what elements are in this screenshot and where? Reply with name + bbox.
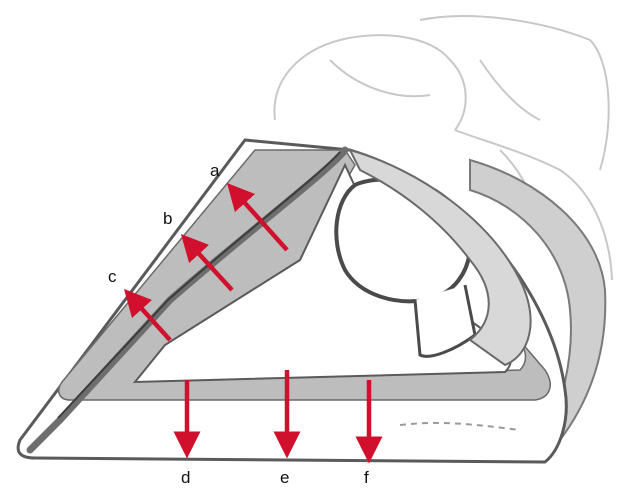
label-d: d	[181, 469, 190, 486]
label-b: b	[163, 210, 172, 227]
navicular-bone	[336, 179, 470, 301]
label-a: a	[210, 162, 219, 179]
label-c: c	[108, 268, 117, 285]
label-e: e	[280, 469, 289, 486]
label-f: f	[364, 469, 369, 486]
